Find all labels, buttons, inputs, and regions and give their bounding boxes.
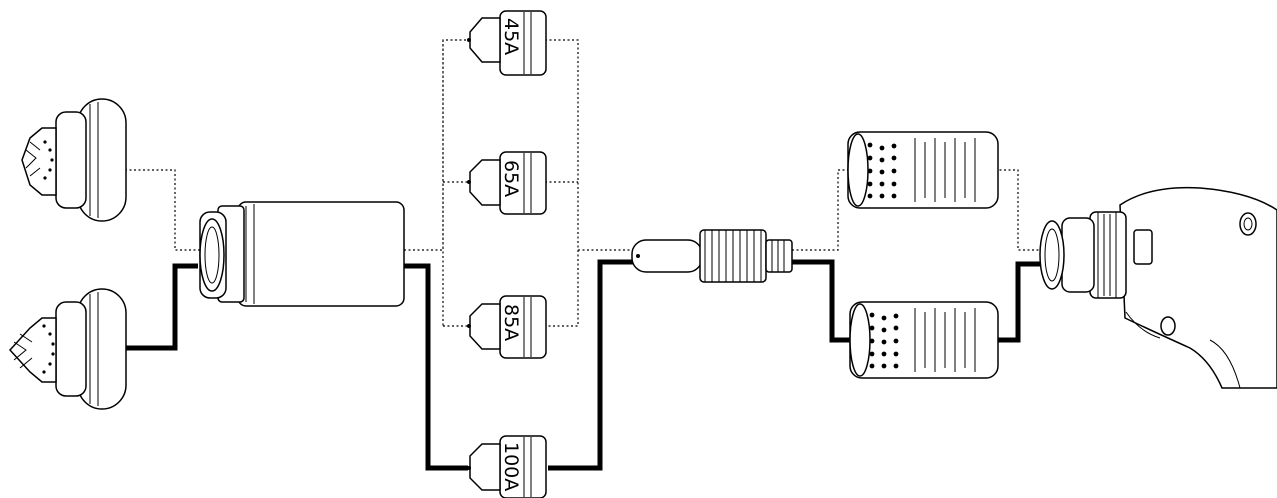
retaining-cap <box>199 201 405 307</box>
nozzle-65a-label: 65A <box>500 160 522 197</box>
swirl-ring-bottom <box>849 301 999 379</box>
connector-lines <box>125 39 1040 471</box>
dotted-connector-electrode-to-swirl-top <box>792 169 848 251</box>
solid-connector-retaining-cap-to-100a <box>404 263 468 471</box>
nozzle-85a-label: 85A <box>500 304 522 341</box>
nozzle-65a: 65A <box>467 151 547 215</box>
nozzle-45a-label: 45A <box>500 18 522 55</box>
nozzle-45a: 45A <box>467 10 547 76</box>
shield-top <box>21 98 127 222</box>
electrode <box>631 229 793 283</box>
solid-connector-swirl-bottom-to-torch <box>995 261 1040 343</box>
torch <box>1039 186 1277 389</box>
solid-connector-electrode-to-swirl-bottom <box>792 259 850 343</box>
solid-connector-100a-to-electrode <box>548 259 633 471</box>
nozzle-85a: 85A <box>467 295 547 359</box>
shield-bottom <box>8 288 127 410</box>
dotted-connector-nozzles-to-electrode <box>545 39 632 327</box>
nozzle-100a: 100A <box>467 435 547 498</box>
dotted-connector-swirl-top-to-torch <box>995 169 1040 251</box>
nozzle-100a-label: 100A <box>500 442 522 491</box>
dotted-connector-shield-top <box>125 169 200 251</box>
swirl-ring-top <box>847 131 999 209</box>
dotted-connector-retaining-cap-to-nozzles <box>404 39 468 327</box>
solid-connector-shield-bottom <box>125 263 198 351</box>
